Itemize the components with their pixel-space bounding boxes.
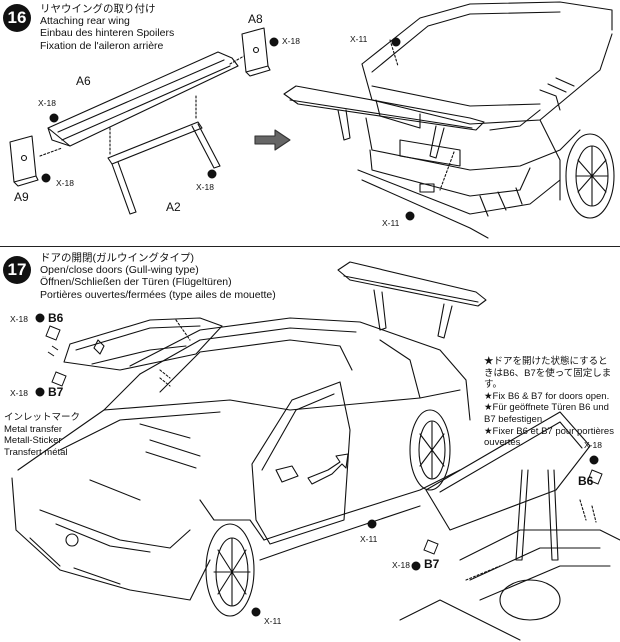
screw-icon: [391, 37, 401, 47]
note-ja: ★ドアを開けた状態にするときはB6、B7を使って固定します。: [484, 356, 612, 391]
note-de: ★Für geöffnete Türen B6 und B7 befestige…: [484, 402, 609, 425]
metal-transfer-de: Metall-Sticker: [4, 435, 62, 447]
metal-transfer-en: Metal transfer: [4, 423, 63, 435]
screw-label: X-11: [264, 616, 282, 626]
door-open-note: ★ドアを開けた状態にするときはB6、B7を使って固定します。 ★Fix B6 &…: [484, 356, 616, 449]
screw-label: X-18: [56, 178, 74, 188]
endplate-a8: [241, 27, 271, 77]
screw-label: X-18: [38, 98, 56, 108]
step-number: 17: [7, 260, 27, 279]
metal-transfer-ja: インレットマーク: [4, 412, 81, 423]
detail-inset-door-stays: [399, 411, 620, 641]
step17-title-fr: Portières ouvertes/fermées (type ailes d…: [40, 288, 276, 301]
screw-label: X-11: [350, 34, 368, 44]
endplate-a9: [9, 135, 39, 187]
step-divider: [0, 246, 620, 247]
step-number-badge: 17: [3, 256, 31, 284]
wing-stays-a2: [107, 121, 221, 215]
screw-label: X-18: [196, 182, 214, 192]
car-body-step17: [11, 261, 487, 617]
wing-blade-a6: [47, 51, 239, 147]
step17-title-de: Öffnen/Schließen der Türen (Flügeltüren): [40, 276, 232, 289]
step16-titles: リヤウイングの取り付け Attaching rear wing Einbau d…: [40, 3, 174, 52]
step16-title-fr: Fixation de l'aileron arrière: [40, 39, 164, 52]
step16-title-de: Einbau des hinteren Spoilers: [40, 27, 175, 40]
step-number: 16: [7, 8, 27, 27]
step17-title-en: Open/close doors (Gull-wing type): [40, 264, 199, 277]
screw-icon: [367, 519, 377, 529]
metal-transfer-label: インレットマーク Metal transfer Metall-Sticker T…: [4, 412, 80, 458]
part-label-a2: A2: [166, 200, 181, 214]
step17-titles: ドアの開閉(ガルウイングタイプ) Open/close doors (Gull-…: [40, 252, 276, 301]
screw-label: X-18: [584, 440, 602, 450]
part-label-a8: A8: [248, 12, 263, 26]
screw-icon: [35, 313, 45, 323]
step16-title-ja: リヤウイングの取り付け: [40, 3, 156, 15]
screw-icon: [41, 173, 51, 183]
screw-icon: [589, 455, 599, 465]
screw-label: X-11: [382, 218, 400, 228]
screw-label: X-18: [10, 314, 28, 324]
screw-label: X-11: [360, 534, 378, 544]
part-label-a9: A9: [14, 190, 29, 204]
screw-icon: [49, 113, 59, 123]
screw-label: X-18: [282, 36, 300, 46]
screw-icon: [411, 561, 421, 571]
screw-label: X-18: [10, 388, 28, 398]
screw-label: X-18: [392, 560, 410, 570]
note-fr: ★Fixer B6 et B7 pour portières ouvertes.: [484, 425, 614, 449]
car-rear-step16: [283, 1, 615, 239]
part-label-b7: B7: [48, 385, 64, 399]
screw-icon: [269, 37, 279, 47]
part-label-a6: A6: [76, 74, 91, 88]
gull-wing-door-open: [63, 317, 223, 387]
step17-title-ja: ドアの開閉(ガルウイングタイプ): [40, 252, 194, 264]
step-number-badge: 16: [3, 4, 31, 32]
part-label-b6: B6: [48, 311, 64, 325]
step16-title-en: Attaching rear wing: [40, 15, 130, 28]
part-label-b7: B7: [424, 557, 440, 571]
screw-icon: [405, 211, 415, 221]
screw-icon: [207, 169, 217, 179]
note-en: ★Fix B6 & B7 for doors open.: [484, 390, 610, 402]
screw-icon: [251, 607, 261, 617]
screw-icon: [35, 387, 45, 397]
part-label-b6: B6: [578, 474, 594, 488]
metal-transfer-fr: Transfert métal: [4, 446, 68, 458]
